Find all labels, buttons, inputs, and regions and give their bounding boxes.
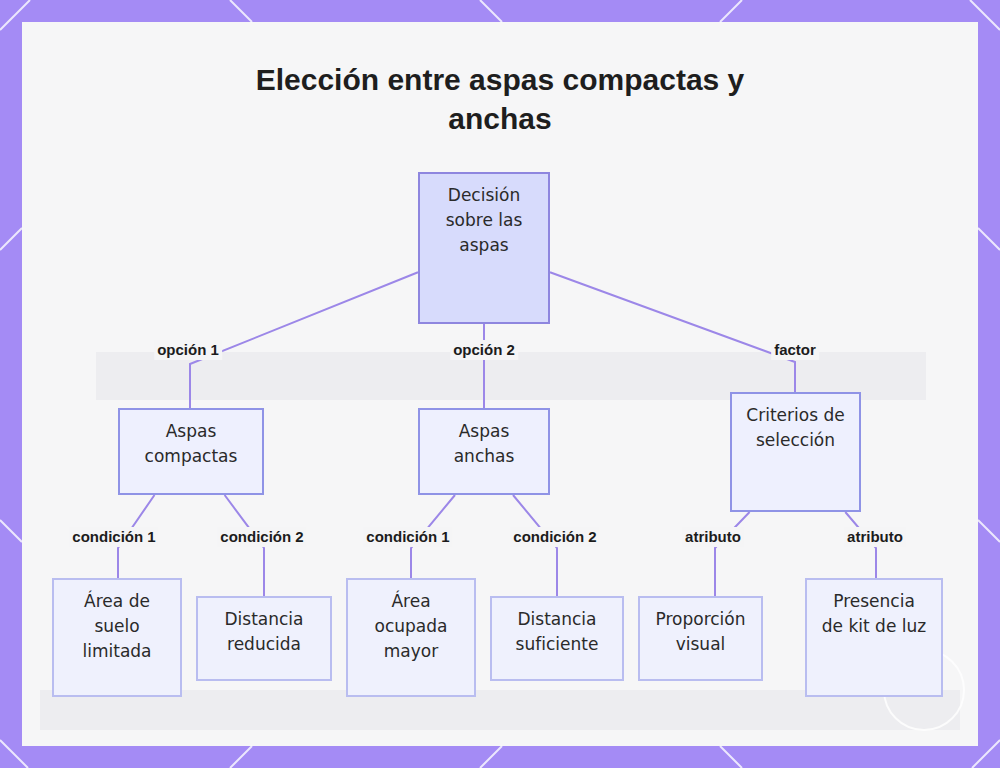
box-label: Área ocupada mayor [362,589,460,664]
blurred-photo [40,352,960,730]
diagram-title: Elección entre aspas compactas y anchas [220,60,780,138]
box-label: Área de suelo limitada [68,589,166,664]
edge-label: condición 2 [217,527,306,547]
box-text-group: Criterios de selección [746,403,845,453]
box-text-group: Área ocupada mayor [362,589,460,664]
edge-label: atributo [682,527,744,547]
box-label: Proporción visual [654,607,747,657]
concept-box: Aspas anchas [418,408,550,495]
box-text-group: Distancia suficiente [506,607,608,657]
edge-label: opción 2 [450,340,518,360]
box-text-group: Área de suelo limitada [68,589,166,664]
edge-label: condición 1 [69,527,158,547]
edge-label: atributo [844,527,906,547]
connector-line [483,324,485,408]
box-label: Aspas compactas [134,419,248,469]
concept-box: Presencia de kit de luz [805,578,943,697]
edge-label: factor [771,340,819,360]
connector-line [550,272,795,392]
edge-label: condición 1 [363,527,452,547]
inner-panel [22,22,978,746]
box-text-group: Aspas compactas [134,419,248,469]
box-text-group: Distancia reducida [212,607,316,657]
box-label: Criterios de selección [746,403,845,453]
box-label: Aspas anchas [434,419,534,469]
concept-box: Área de suelo limitada [52,578,182,697]
concept-box: Proporción visual [638,596,763,681]
box-label: Decisión sobre las aspas [434,183,534,258]
concept-box: Área ocupada mayor [346,578,476,697]
concept-box: Aspas compactas [118,408,264,495]
connector-line [715,512,750,596]
box-text-group: Aspas anchas [434,419,534,469]
concept-box: Distancia suficiente [490,596,624,681]
concept-box: Criterios de selección [730,392,861,512]
box-text-group: Decisión sobre las aspas [434,183,534,258]
connector-line [190,272,418,408]
box-label: Presencia de kit de luz [821,589,927,639]
box-label: Distancia reducida [212,607,316,657]
edge-label: opción 1 [154,340,222,360]
edge-label: condición 2 [510,527,599,547]
concept-box: Distancia reducida [196,596,332,681]
box-label: Distancia suficiente [506,607,608,657]
concept-box: Decisión sobre las aspas [418,172,550,324]
box-text-group: Presencia de kit de luz [821,589,927,639]
box-text-group: Proporción visual [654,607,747,657]
